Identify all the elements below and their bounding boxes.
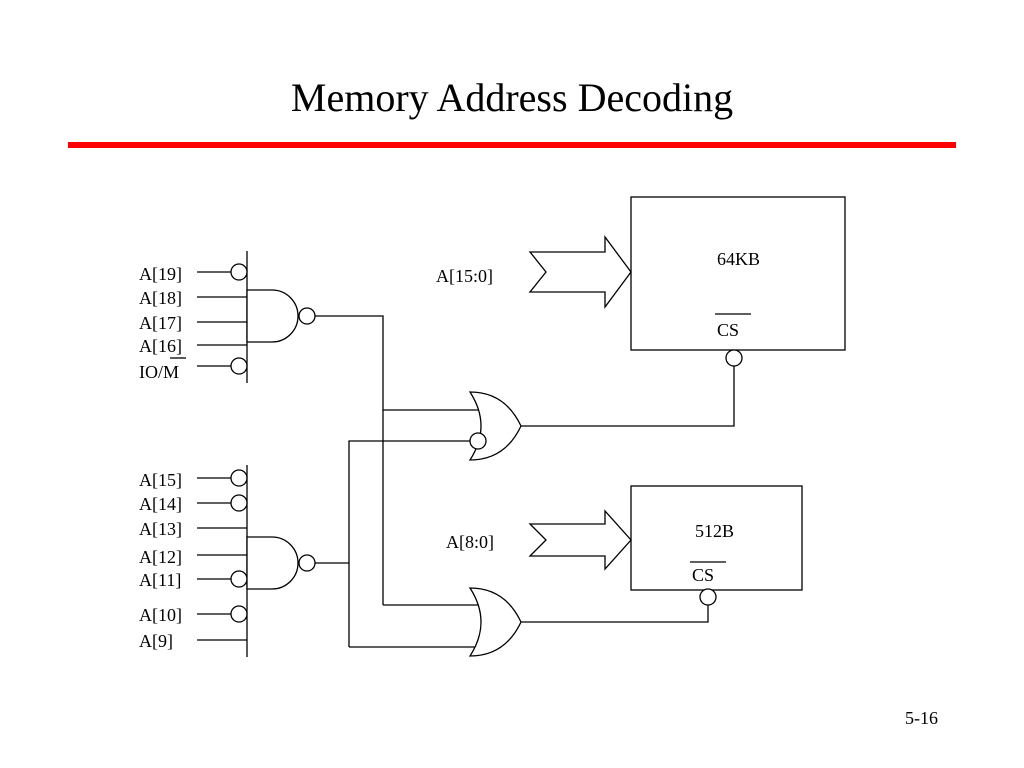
nand-gate-2	[246, 536, 299, 590]
nand-gate-1	[246, 289, 299, 343]
inverter-bubble-a15	[230, 469, 248, 487]
decoder-2: A[15] A[14] A[13] A[12] A[11] A[10] A[9]	[139, 465, 316, 657]
decoder-wiring	[315, 315, 485, 648]
input-label-io-m: IO/M	[139, 362, 179, 382]
memory-64kb-box	[630, 196, 846, 351]
memory-512b-cs-label: CS	[692, 565, 714, 585]
input-label-a11: A[11]	[139, 570, 181, 590]
wire-or1-to-cs-64kb	[521, 366, 735, 427]
inverter-bubble-a10	[230, 605, 248, 623]
inverter-bubble-a11	[230, 570, 248, 588]
title-rule	[68, 142, 956, 148]
input-label-a12: A[12]	[139, 547, 182, 567]
input-label-a13: A[13]	[139, 519, 182, 539]
memory-512b-box	[630, 485, 803, 591]
inverter-bubble-a14	[230, 494, 248, 512]
address-bus-label-64kb: A[15:0]	[436, 266, 493, 286]
address-bus-label-512b: A[8:0]	[446, 532, 494, 552]
nand-gate-1-output-bubble	[298, 307, 316, 325]
decoder-1: A[19] A[18] A[17] A[16] IO/M	[139, 251, 316, 383]
or-gate-2-body	[468, 587, 522, 657]
address-bus-arrow-64kb	[528, 235, 632, 309]
page-number: 5-16	[905, 708, 938, 728]
memory-512b: 512B CS A[8:0]	[446, 485, 803, 606]
input-label-a16: A[16]	[139, 336, 182, 356]
slide-title: Memory Address Decoding	[290, 75, 734, 120]
wire-nand1-to-or1	[315, 315, 478, 411]
input-label-a14: A[14]	[139, 494, 182, 514]
nand-gate-2-output-bubble	[298, 554, 316, 572]
input-label-a10: A[10]	[139, 605, 182, 625]
input-label-a18: A[18]	[139, 288, 182, 308]
or-gate-1	[468, 366, 735, 461]
wire-or2-to-cs-512b	[521, 605, 709, 623]
or-gate-2	[468, 587, 709, 657]
wire-nand2-to-or1	[348, 440, 470, 647]
memory-64kb-cs-label: CS	[717, 320, 739, 340]
input-label-a9: A[9]	[139, 631, 173, 651]
memory-512b-label: 512B	[695, 521, 734, 541]
memory-64kb-label: 64KB	[717, 249, 760, 269]
or-gate-1-input-bubble	[469, 432, 487, 450]
input-label-a17: A[17]	[139, 313, 182, 333]
inverter-bubble-io-m	[230, 357, 248, 375]
or-gate-1-body	[468, 391, 522, 461]
memory-64kb: 64KB CS A[15:0]	[436, 196, 846, 367]
address-bus-arrow-512b	[528, 509, 632, 571]
memory-512b-cs-bubble	[699, 588, 717, 606]
input-label-a15: A[15]	[139, 470, 182, 490]
inverter-bubble-a19	[230, 263, 248, 281]
input-label-a19: A[19]	[139, 264, 182, 284]
memory-64kb-cs-bubble	[725, 349, 743, 367]
